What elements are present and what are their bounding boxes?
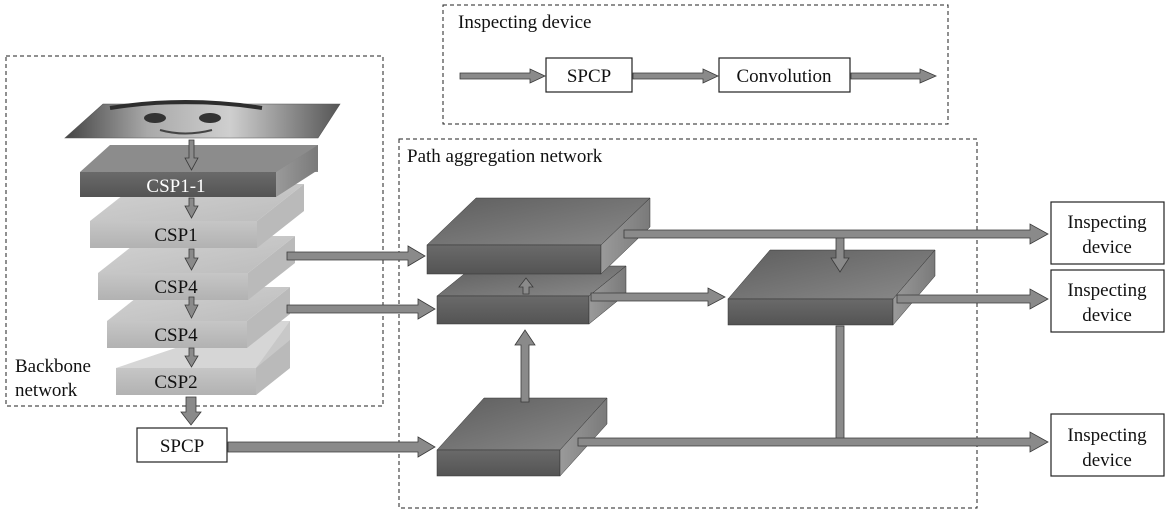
output2-line2: device	[1082, 305, 1132, 326]
output1-line1: Inspecting	[1067, 212, 1147, 233]
arrow-lower-to-upper	[518, 277, 534, 295]
backbone-network: Backbone network CSP2 CSP4	[5, 55, 384, 426]
pan-dashed-box	[398, 138, 978, 509]
pan-title: Path aggregation network	[407, 146, 603, 167]
path-aggregation-network: Path aggregation network	[398, 138, 978, 509]
csp4-upper-label: CSP4	[154, 277, 198, 298]
output3-line1: Inspecting	[1067, 425, 1147, 446]
csp1-label: CSP1	[154, 225, 197, 246]
arrow-right-to-output2	[896, 288, 1049, 310]
legend-spcp-label: SPCP	[567, 66, 611, 87]
csp1-1-label: CSP1-1	[146, 176, 205, 197]
output3-line2: device	[1082, 450, 1132, 471]
backbone-label-line2: network	[15, 380, 78, 401]
backbone-vertical-arrows	[180, 139, 202, 426]
csp2-label: CSP2	[154, 372, 197, 393]
pan-block-right	[727, 249, 936, 326]
legend-title: Inspecting device	[458, 12, 591, 33]
legend-convolution-box	[718, 57, 851, 93]
spcp-bottom-box	[136, 427, 228, 463]
legend-arrow-mid	[632, 68, 719, 84]
spcp-bottom-label: SPCP	[160, 436, 204, 457]
output1-line2: device	[1082, 237, 1132, 258]
legend-spcp-box	[545, 57, 633, 93]
legend-dashed-box	[442, 4, 949, 125]
backbone-label-line1: Backbone	[15, 356, 91, 377]
arrow-csp4-to-pan-upper	[286, 245, 426, 267]
csp4-lower-label: CSP4	[154, 325, 198, 346]
inspecting-device-legend: Inspecting device SPCP Convolution	[442, 4, 949, 125]
arrow-csp4-to-pan-lower	[286, 298, 436, 320]
arrow-bottom-to-output3	[577, 431, 1049, 453]
pan-block-bottom	[436, 397, 608, 477]
output2-line1: Inspecting	[1067, 280, 1147, 301]
legend-convolution-label: Convolution	[736, 66, 832, 87]
layer-csp1-1: CSP1-1	[80, 145, 318, 197]
output-inspecting-device-2: Inspecting device	[1050, 269, 1165, 333]
arrow-spcp-to-pan-bottom	[227, 436, 436, 458]
arrow-bottom-to-lower	[514, 329, 536, 403]
legend-arrow-out	[850, 68, 937, 84]
legend-arrow-in	[459, 68, 546, 84]
output-inspecting-device-1: Inspecting device	[1050, 201, 1165, 265]
spcp-bottom: SPCP	[136, 427, 228, 463]
input-face-image	[64, 100, 341, 139]
horizontal-arrows	[227, 223, 1049, 458]
output-inspecting-device-3: Inspecting device	[1050, 413, 1165, 477]
line-right-block-down	[835, 325, 845, 440]
arrow-upper-to-output1	[623, 223, 1049, 245]
layer-csp4-lower: CSP4	[107, 287, 290, 348]
pan-block-upper	[426, 197, 651, 275]
arrow-upper-to-right	[830, 235, 850, 273]
arrow-lower-to-right	[590, 287, 726, 307]
